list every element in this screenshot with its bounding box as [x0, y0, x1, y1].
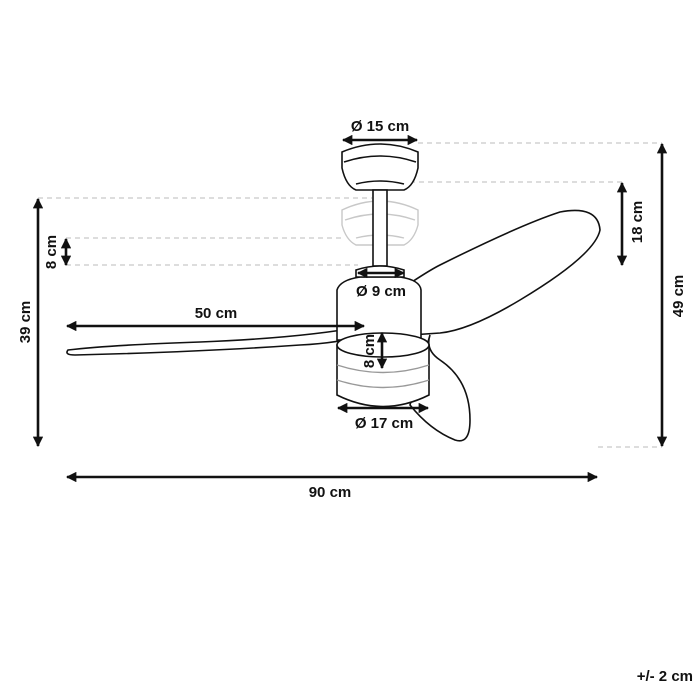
- blade-length-label: 50 cm: [195, 305, 238, 322]
- tolerance-note: +/- 2 cm: [637, 668, 693, 685]
- drop-height-label: 18 cm: [629, 201, 646, 244]
- rod-diameter-label: Ø 9 cm: [356, 283, 406, 300]
- min-height-label: 39 cm: [17, 301, 34, 344]
- light-height-label: 8 cm: [361, 334, 378, 368]
- total-height-label: 49 cm: [670, 275, 687, 318]
- canopy-diameter-label: Ø 15 cm: [351, 118, 409, 135]
- canopy: [341, 143, 419, 191]
- total-width-label: 90 cm: [309, 484, 352, 501]
- downrod: [372, 189, 388, 267]
- motor-housing: [336, 265, 422, 341]
- rod-adjust-label: 8 cm: [43, 235, 60, 269]
- light-diameter-label: Ø 17 cm: [355, 415, 413, 432]
- dimension-arrows: [32, 134, 668, 483]
- guide-lines: [38, 142, 662, 448]
